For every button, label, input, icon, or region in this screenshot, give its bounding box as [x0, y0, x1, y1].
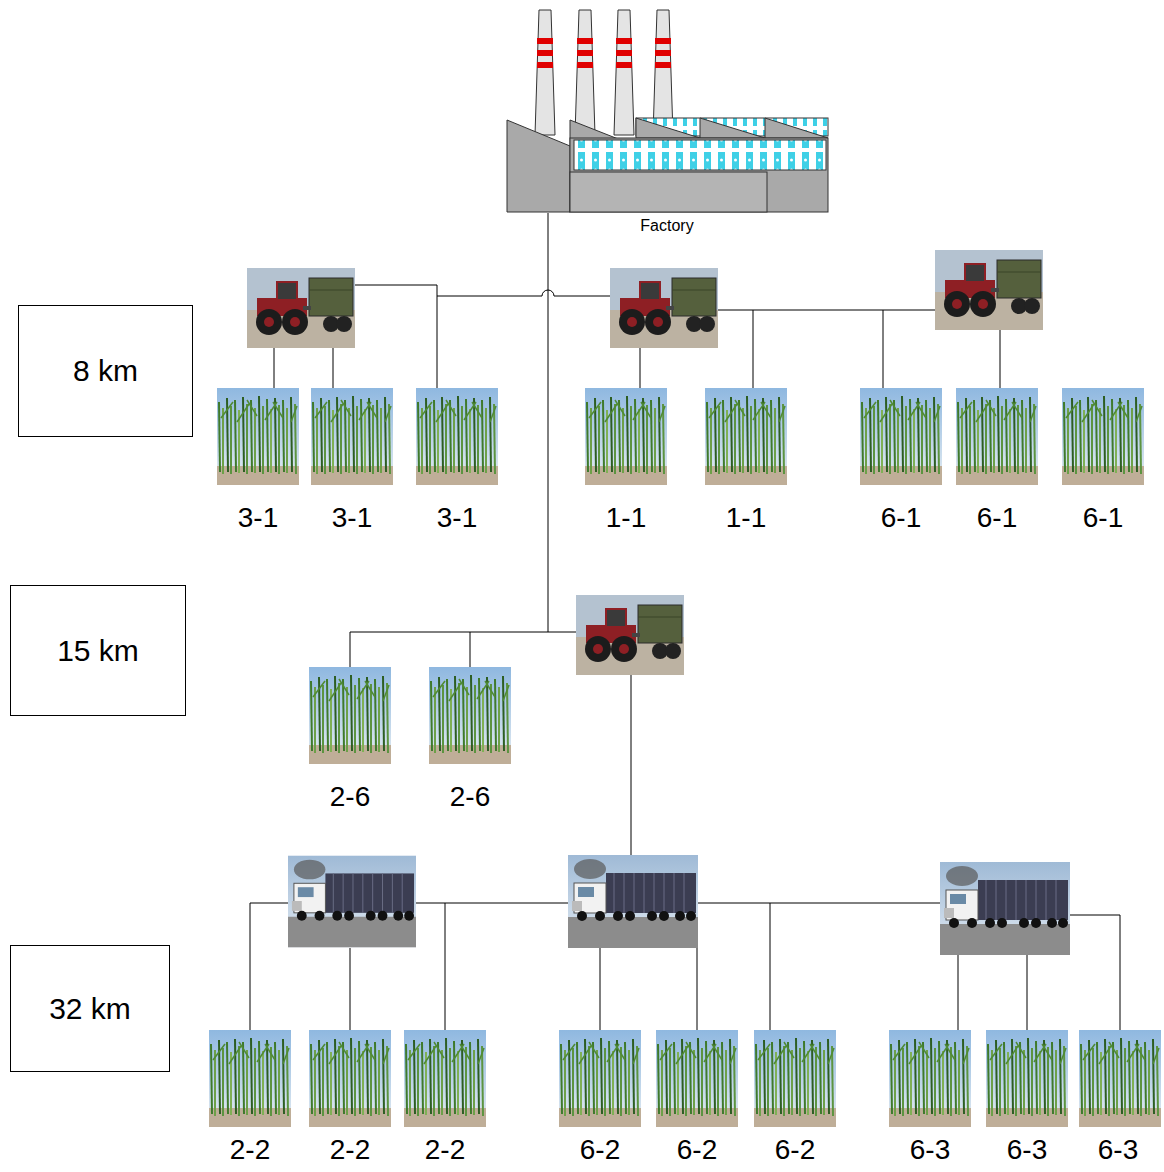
field-picture	[986, 1030, 1068, 1127]
field-label: 3-1	[437, 503, 477, 534]
field-label: 3-1	[238, 503, 278, 534]
wire	[717, 310, 935, 311]
field-picture	[585, 388, 667, 485]
wire	[883, 310, 884, 388]
field-label: 2-6	[330, 782, 370, 813]
tractor-picture	[247, 268, 355, 348]
wire	[631, 675, 632, 855]
tractor-picture	[935, 250, 1043, 330]
wire	[350, 948, 351, 1030]
trunk-wire	[548, 213, 576, 632]
field-picture	[309, 1030, 391, 1127]
field-picture	[860, 388, 942, 485]
field-label: 2-2	[425, 1135, 465, 1166]
wire	[1027, 955, 1028, 1030]
distance-text: 15 km	[57, 634, 139, 668]
factory-label: Factory	[640, 217, 693, 235]
wire	[1070, 915, 1120, 1030]
wire	[958, 955, 959, 1030]
wire	[640, 348, 641, 388]
field-label: 6-3	[1007, 1135, 1047, 1166]
field-label: 2-2	[330, 1135, 370, 1166]
field-label: 6-2	[677, 1135, 717, 1166]
field-label: 6-1	[1083, 503, 1123, 534]
field-picture	[429, 667, 511, 764]
field-picture	[656, 1030, 738, 1127]
wire	[355, 285, 437, 388]
field-label: 3-1	[332, 503, 372, 534]
field-label: 6-1	[881, 503, 921, 534]
wire	[333, 348, 334, 388]
wires	[250, 213, 1120, 1030]
field-picture	[754, 1030, 836, 1127]
wire	[350, 632, 548, 667]
wire	[274, 348, 275, 388]
field-picture	[311, 388, 393, 485]
field-label: 1-1	[726, 503, 766, 534]
field-picture	[416, 388, 498, 485]
field-picture	[956, 388, 1038, 485]
field-picture	[217, 388, 299, 485]
field-label: 6-2	[775, 1135, 815, 1166]
field-label: 6-1	[977, 503, 1017, 534]
wire	[416, 903, 568, 904]
distance-box: 15 km	[10, 585, 186, 716]
wire	[250, 903, 288, 1030]
wire	[698, 903, 940, 904]
wire	[600, 948, 601, 1030]
field-picture	[1079, 1030, 1161, 1127]
factory-drawing	[507, 10, 828, 212]
distance-box: 32 km	[10, 945, 170, 1072]
field-picture	[705, 388, 787, 485]
field-picture	[1062, 388, 1144, 485]
truck-picture	[568, 855, 698, 948]
field-picture	[559, 1030, 641, 1127]
field-picture	[889, 1030, 971, 1127]
tractor-picture	[576, 595, 684, 675]
distance-box: 8 km	[18, 305, 193, 437]
distance-text: 8 km	[73, 354, 138, 388]
field-label: 2-2	[230, 1135, 270, 1166]
tractor-picture	[610, 268, 718, 348]
field-label: 2-6	[450, 782, 490, 813]
wire	[1000, 330, 1001, 388]
field-picture	[209, 1030, 291, 1127]
field-label: 1-1	[606, 503, 646, 534]
wire	[770, 903, 771, 1030]
field-picture	[404, 1030, 486, 1127]
field-label: 6-3	[1098, 1135, 1138, 1166]
field-label: 6-2	[580, 1135, 620, 1166]
truck-picture	[940, 862, 1070, 955]
wire	[697, 948, 698, 1030]
distance-text: 32 km	[49, 992, 131, 1026]
field-picture	[309, 667, 391, 764]
wire-hop	[437, 290, 610, 296]
wire	[470, 632, 471, 667]
truck-picture	[288, 856, 416, 948]
wire	[753, 310, 754, 388]
wire	[445, 903, 446, 1030]
field-label: 6-3	[910, 1135, 950, 1166]
